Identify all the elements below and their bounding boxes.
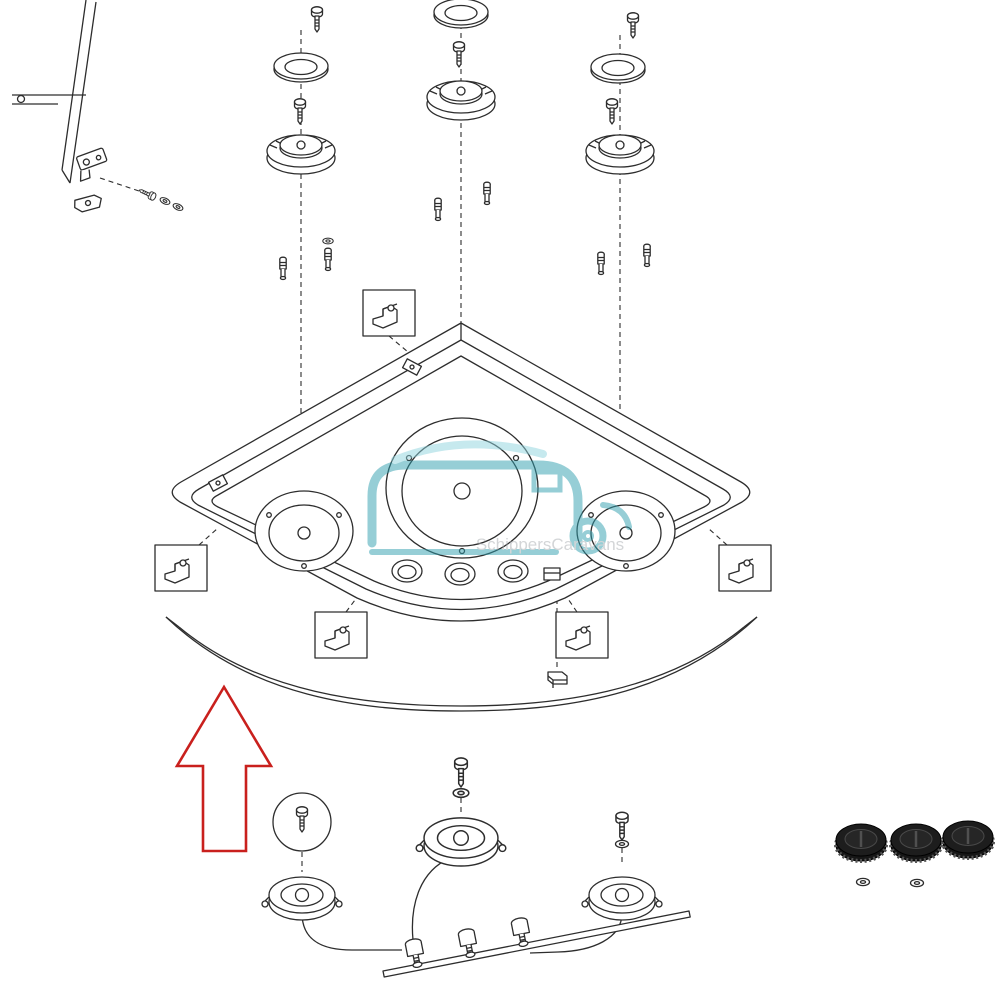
hinge-washer-1 [158,195,172,207]
watermark-text: SchippersCaravans [476,535,624,554]
injector-jet [434,197,442,222]
washer [452,787,470,799]
clip-detail-box-top [363,290,415,336]
gas-pipe-center [411,857,451,941]
gas-pipe-left [301,912,402,951]
burner-base-center [415,817,507,867]
burner-cap [426,80,496,121]
control-knob-1 [834,822,888,863]
hinge-bracket-upper [76,147,108,182]
wall-hole [16,94,26,104]
front-clip-part [547,671,568,688]
clip-detail-box-front-left [315,612,367,658]
injector-jet [597,251,605,276]
screw [452,41,466,68]
hinge-screw [137,186,158,202]
clip-detail-box-front-right [556,612,608,658]
thermocouple [324,247,332,272]
hinge-washer-2 [171,201,185,213]
screw [293,98,307,125]
screw [310,6,324,33]
burner-base-right [581,876,663,921]
glass-lid [165,616,758,712]
screw [295,806,309,833]
knob-hole-1 [391,559,423,583]
red-arrow [174,684,274,853]
screw [605,98,619,125]
burner-base-left [261,876,343,921]
panel-hinge-fitting-left [207,474,229,492]
clip-detail-box-left [155,545,207,591]
watermark-logo [367,460,632,555]
thermocouple [643,243,651,268]
washer [322,237,334,245]
trim-ring [590,53,646,84]
bolt [615,811,629,841]
bolt [453,757,469,788]
front-edge-clip [543,567,561,581]
knob-hole-2 [444,562,476,586]
injector-jet [279,256,287,281]
watermark: SchippersCaravans [367,440,632,555]
cabinet-wall-and-hinge [12,0,185,213]
screw-detail-circle [272,792,332,852]
washer [614,839,630,849]
knob-washer-1 [855,877,871,887]
trim-ring [273,52,329,83]
panel-hinge-fitting-top [401,358,423,376]
watermark-accent-swoosh [391,440,547,464]
hinge-bracket-lower [74,194,102,213]
clip-detail-box-right [719,545,771,591]
burner-cap [585,134,655,175]
burner-base-assembly [261,757,691,978]
control-knob-2 [889,822,943,863]
gas-manifold-rail [382,910,691,978]
control-knob-3 [941,819,995,860]
knob-hole-3 [497,559,529,583]
hob-top-panel [171,322,751,622]
control-knobs [834,819,995,888]
gas-pipe-right [529,912,623,954]
thermocouple [483,181,491,206]
burner-assembly-center [426,0,496,462]
burner-cap [266,134,336,175]
screw [626,12,640,39]
trim-ring [433,0,489,29]
knob-washer-2 [909,878,925,888]
